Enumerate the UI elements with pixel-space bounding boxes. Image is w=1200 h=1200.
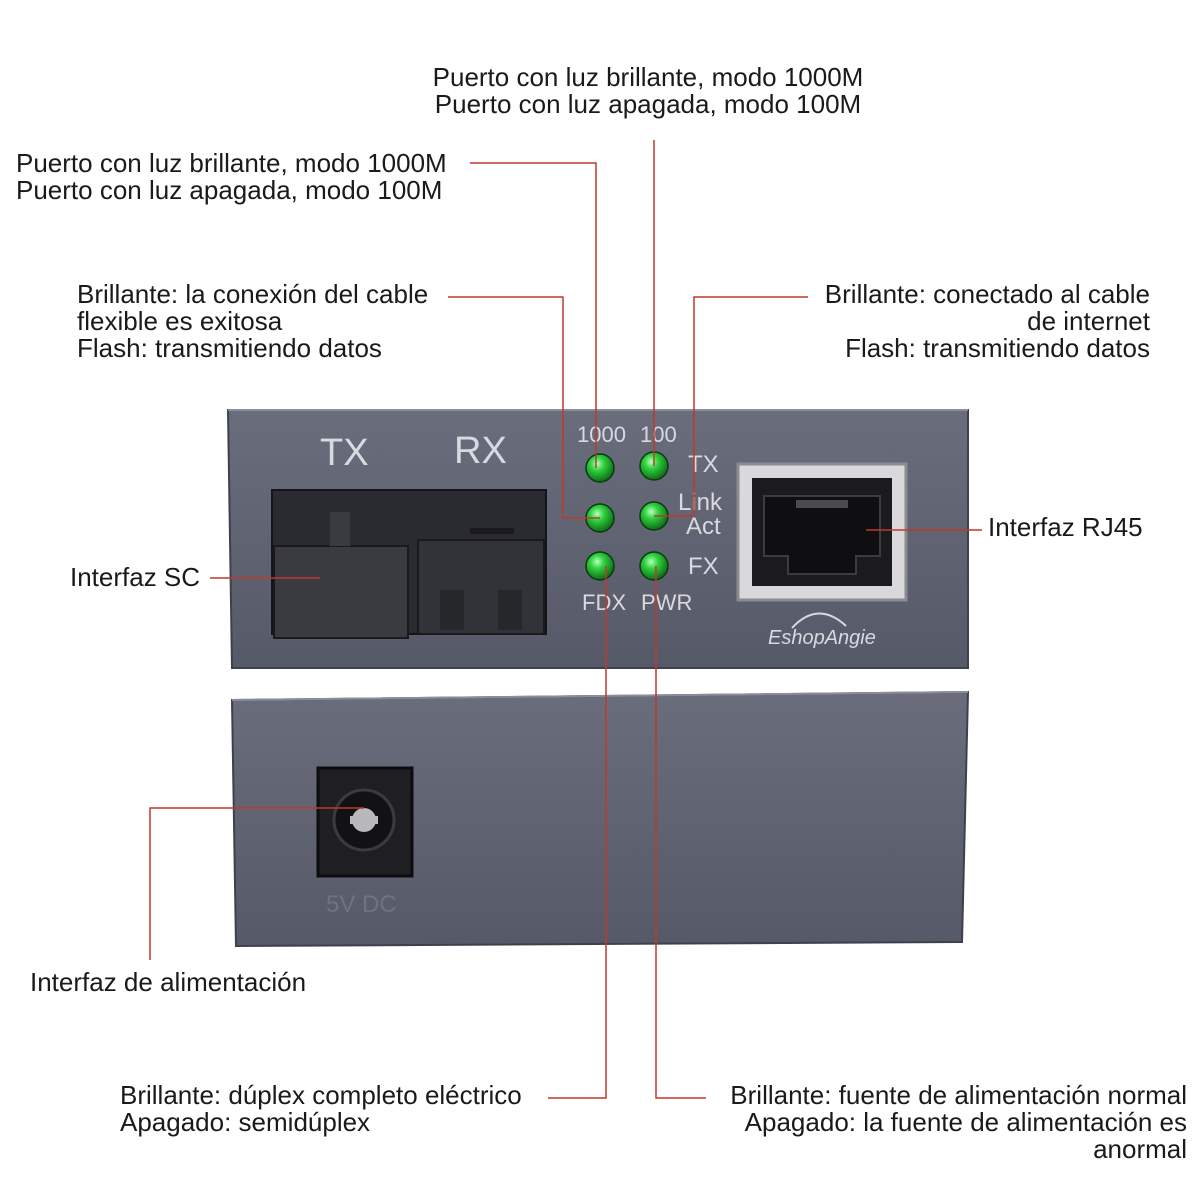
callout-link-fiber: Brillante: la conexión del cable flexibl… bbox=[77, 281, 428, 362]
leader-lines bbox=[149, 140, 982, 1099]
callout-link-internet-line2: de internet bbox=[1027, 306, 1150, 336]
leader-power bbox=[149, 807, 364, 960]
callout-pwr: Brillante: fuente de alimentación normal… bbox=[700, 1082, 1187, 1163]
back-panel bbox=[230, 690, 970, 948]
callout-fdx-line2: Apagado: semidúplex bbox=[120, 1107, 371, 1137]
callout-pwr-line3: anormal bbox=[1093, 1134, 1187, 1164]
callout-fdx-line1: Brillante: dúplex completo eléctrico bbox=[120, 1080, 522, 1110]
callout-top-left: Puerto con luz brillante, modo 1000M Pue… bbox=[16, 150, 447, 204]
leader-link-fiber bbox=[448, 296, 600, 519]
port-label-tx: TX bbox=[320, 432, 369, 474]
led-label-fdx: FDX bbox=[582, 590, 626, 615]
led-label-1000: 1000 bbox=[577, 422, 626, 447]
leader-1000 bbox=[470, 162, 597, 468]
led-fdx bbox=[585, 551, 615, 581]
brand-swoosh bbox=[791, 612, 847, 629]
callout-top-center-line1: Puerto con luz brillante, modo 1000M bbox=[432, 62, 864, 92]
callout-link-internet-line1: Brillante: conectado al cable bbox=[824, 279, 1150, 309]
callout-top-center-line2: Puerto con luz apagada, modo 100M bbox=[434, 89, 862, 119]
sc-port bbox=[271, 489, 547, 639]
callout-sc-interface: Interfaz SC bbox=[70, 562, 201, 592]
callout-top-center: Puerto con luz brillante, modo 1000M Pue… bbox=[400, 64, 896, 118]
led-1000 bbox=[585, 453, 615, 483]
power-jack: 5V DC bbox=[316, 766, 414, 918]
led-label-link: Link bbox=[678, 489, 723, 516]
port-label-rx: RX bbox=[454, 430, 507, 472]
callout-power-interface: Interfaz de alimentación bbox=[30, 967, 307, 997]
callout-pwr-line1: Brillante: fuente de alimentación normal bbox=[730, 1080, 1187, 1110]
led-label-fx: FX bbox=[688, 553, 719, 580]
rj45-port bbox=[736, 462, 908, 602]
callout-fdx: Brillante: dúplex completo eléctrico Apa… bbox=[120, 1082, 522, 1136]
callout-top-left-line2: Puerto con luz apagada, modo 100M bbox=[16, 175, 443, 205]
led-label-100: 100 bbox=[640, 422, 677, 447]
callout-link-internet-line3: Flash: transmitiendo datos bbox=[845, 333, 1150, 363]
callout-link-fiber-line2: flexible es exitosa bbox=[77, 306, 283, 336]
brand-logo: EshopAngie bbox=[768, 627, 876, 649]
leader-link-internet bbox=[654, 296, 808, 517]
power-jack-label: 5V DC bbox=[326, 891, 397, 918]
callout-link-fiber-line1: Brillante: la conexión del cable bbox=[77, 279, 429, 309]
led-label-tx: TX bbox=[688, 451, 719, 478]
callout-rj45-interface: Interfaz RJ45 bbox=[988, 512, 1143, 542]
led-label-pwr: PWR bbox=[641, 590, 692, 615]
callout-pwr-line2: Apagado: la fuente de alimentación es bbox=[744, 1107, 1187, 1137]
leader-fdx bbox=[548, 566, 607, 1099]
led-pwr bbox=[639, 551, 669, 581]
callout-link-fiber-line3: Flash: transmitiendo datos bbox=[77, 333, 382, 363]
callout-link-internet: Brillante: conectado al cable de interne… bbox=[790, 281, 1150, 362]
callout-top-left-line1: Puerto con luz brillante, modo 1000M bbox=[16, 148, 447, 178]
led-label-act: Act bbox=[686, 513, 721, 540]
leader-pwr bbox=[655, 566, 706, 1099]
